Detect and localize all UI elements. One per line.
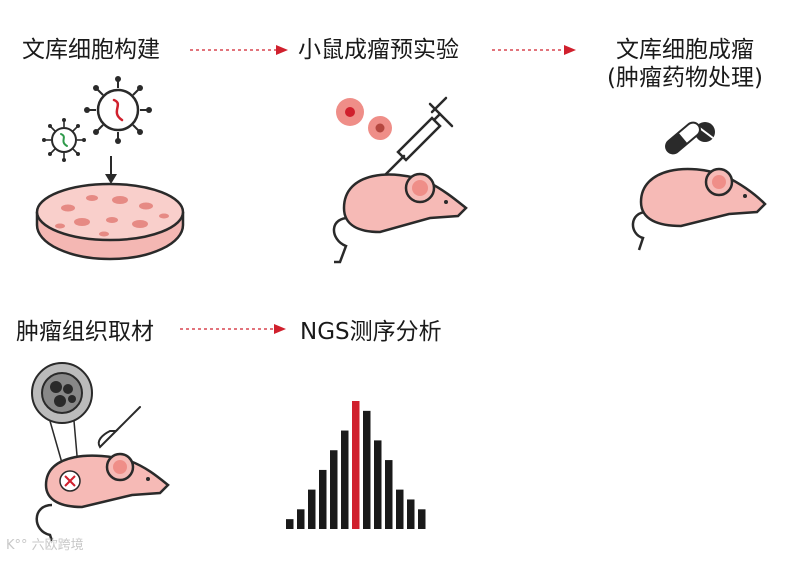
step-tumor-formation: 文库细胞成瘤 (肿瘤药物处理): [590, 36, 780, 92]
histogram-bar: [308, 489, 316, 529]
histogram-bar: [341, 430, 349, 529]
histogram-bar: [330, 450, 338, 529]
histogram-bar: [319, 469, 327, 529]
tumor-formation-illustration: [631, 121, 767, 251]
step-tumor-sampling: 肿瘤组织取材: [16, 319, 154, 345]
watermark: K°° 六欧跨境: [6, 538, 84, 553]
flow-arrow-3: [180, 324, 286, 334]
magnifier-icon: [31, 362, 93, 468]
histogram-bar: [374, 440, 382, 529]
virus-icon: [42, 118, 86, 162]
mouse-icon: [35, 452, 170, 542]
histogram-bar: [407, 499, 415, 529]
flow-arrow-2: [492, 45, 576, 55]
tumor-sampling-illustration: [31, 362, 170, 542]
histogram-bar: [286, 519, 294, 529]
step-library-construction: 文库细胞构建: [22, 37, 160, 63]
histogram-bar: [396, 489, 404, 529]
flow-arrow-1: [190, 45, 288, 55]
syringe-icon: [378, 96, 454, 182]
histogram-bar: [418, 509, 426, 529]
pre-experiment-illustration: [332, 96, 468, 264]
step-tumor-formation-line2: (肿瘤药物处理): [607, 65, 763, 91]
ngs-histogram: [286, 401, 426, 529]
step-tumor-formation-line1: 文库细胞成瘤: [616, 37, 754, 63]
library-construction-illustration: [35, 76, 185, 261]
mouse-icon: [631, 167, 767, 251]
mouse-icon: [332, 172, 468, 264]
histogram-bar: [363, 410, 371, 529]
histogram-bar: [297, 509, 305, 529]
down-arrow-icon: [105, 156, 117, 184]
virus-icon: [84, 76, 152, 144]
scalpel-icon: [97, 406, 141, 449]
step-ngs-analysis: NGS测序分析: [300, 319, 442, 345]
tumor-mark-icon: [59, 470, 81, 492]
histogram-bar-highlight: [352, 401, 360, 529]
petri-dish-icon: [35, 182, 185, 261]
cells-icon: [336, 98, 392, 140]
histogram-bar: [385, 460, 393, 529]
capsule-icon: [665, 121, 701, 155]
step-pre-experiment: 小鼠成瘤预实验: [298, 37, 459, 63]
